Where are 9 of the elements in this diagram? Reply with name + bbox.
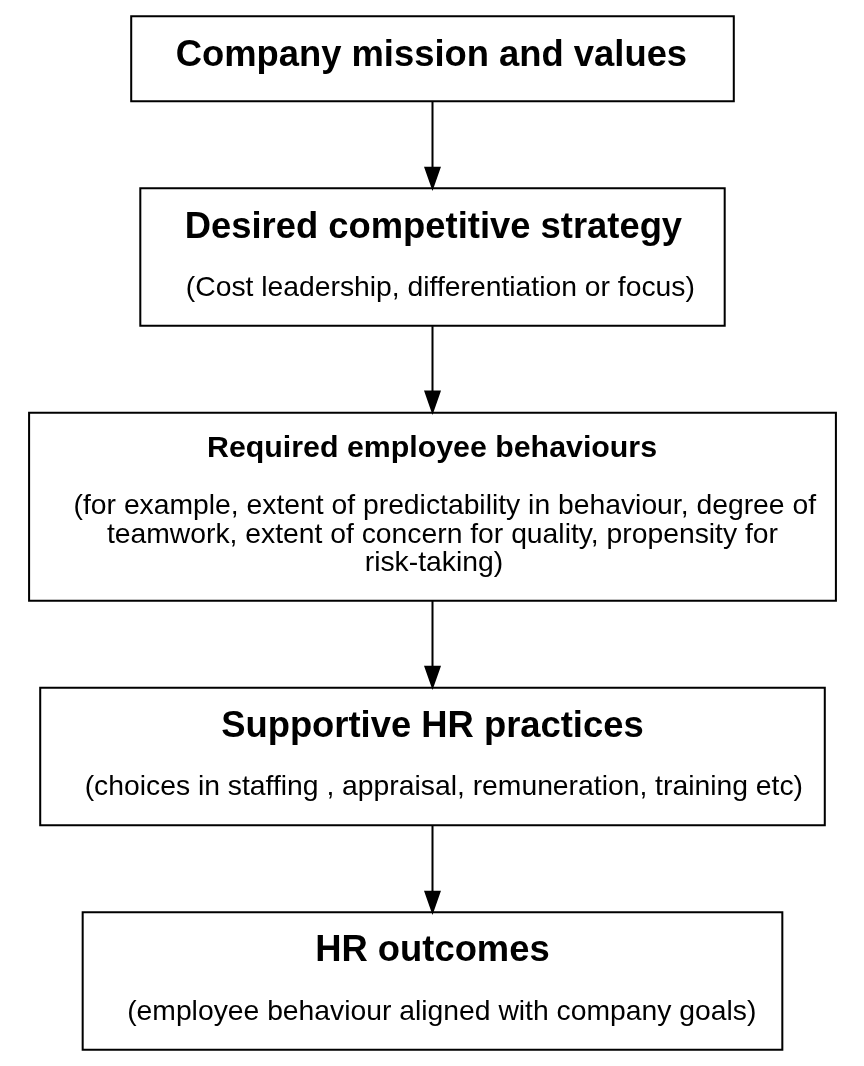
node-box: Desired competitive strategy (Cost leadership, differentiation or focus)	[138, 187, 726, 327]
arrow	[423, 825, 441, 915]
node-box: Required employee behaviours (for example, extent of predictability in behaviour, degree of teamwork, extent of concern for quality, propensity for risk-taking)	[27, 411, 837, 602]
arrow	[423, 326, 441, 415]
node-box: Supportive HR practices (choices in staffing , appraisal, remuneration, training etc)	[38, 686, 826, 827]
arrow	[423, 600, 441, 691]
node-box: Company mission and values	[129, 15, 735, 103]
arrow	[423, 102, 441, 191]
node-box: HR outcomes (employee behaviour aligned with company goals)	[81, 911, 783, 1051]
